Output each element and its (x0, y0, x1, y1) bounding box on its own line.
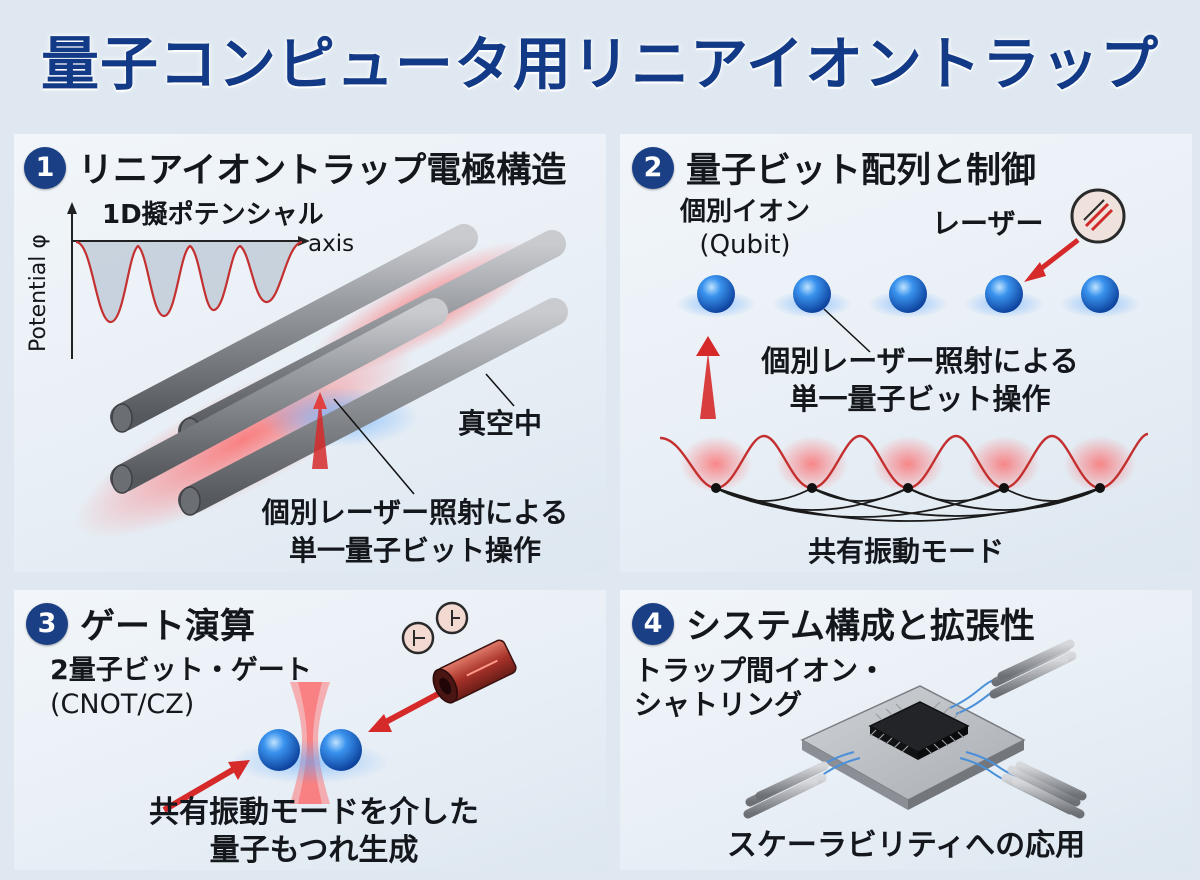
panel-4-title-text: システム構成と拡張性 (686, 607, 1035, 647)
shared-mode-label: 共有振動モード (807, 535, 1004, 568)
panel-2-title-text: 量子ビット配列と制御 (686, 151, 1037, 191)
electrode-diagram (67, 202, 568, 539)
laser-emitter-icon (432, 639, 517, 704)
ion-qubit (964, 275, 1044, 318)
electrode-rod (110, 298, 448, 494)
laser-arrow (380, 691, 440, 727)
laser-beam (312, 396, 328, 469)
page-title: 量子コンピュータ用リニアイオントラップ (40, 30, 1160, 98)
panel-system-scalability: 4 システム構成と拡張性 トラップ間イオン・ シャトリング スケーラビリティへの… (620, 590, 1192, 870)
vibration-mode-wave (659, 432, 1149, 492)
panel-3-title: 3 ゲート演算 (26, 598, 255, 649)
entanglement-caption: 共有振動モードを介した 量子もつれ生成 (149, 795, 479, 868)
potential-axis-label: Potential φ (26, 234, 51, 352)
gate-diagram (162, 601, 517, 813)
system-diagram (743, 639, 1087, 819)
vacuum-label: 真空中 (458, 407, 543, 440)
ion-qubit (258, 729, 300, 771)
panel-number-badge: 3 (26, 602, 68, 645)
electrode-rod (110, 224, 478, 433)
clock-icon (435, 601, 469, 635)
trap-module (1001, 761, 1087, 819)
panel-1-title: 1 リニアイオントラップ電極構造 (24, 142, 566, 193)
clock-icon (401, 621, 435, 655)
laser-beam-tip (696, 336, 720, 356)
panel-2-title: 2 量子ビット配列と制御 (632, 142, 1036, 193)
electrode-rod (178, 298, 568, 516)
leader-line (333, 398, 415, 495)
potential-plot (67, 202, 310, 359)
panel-gate-operation: 3 ゲート演算 2量子ビット・ゲート (CNOT/CZ) 共有振動モードを介した… (14, 590, 606, 870)
panel-1-title-text: リニアイオントラップ電極構造 (78, 151, 567, 191)
trap-module (989, 639, 1077, 699)
interaction-arrow-head (228, 760, 250, 780)
scalability-label: スケーラビリティへの応用 (726, 828, 1086, 863)
ion-node (711, 483, 1105, 493)
potential-title: 1D擬ポテンシャル (102, 200, 324, 230)
qubit-array-diagram (659, 188, 1149, 522)
panel-number-badge: 4 (632, 602, 674, 645)
panel-3-title-text: ゲート演算 (80, 607, 256, 647)
leader-line (485, 373, 515, 407)
panel-qubit-array: 2 量子ビット配列と制御 個別イオン (Qubit) レーザー 個別レーザー照射… (620, 134, 1192, 572)
panel-4-title: 4 システム構成と拡張性 (632, 598, 1035, 649)
individual-ion-label: 個別イオン (Qubit) (679, 197, 810, 260)
shuttling-label: トラップ間イオン・ シャトリング (634, 654, 887, 721)
ion-qubit (320, 729, 362, 771)
laser-beam (700, 352, 716, 419)
position-axis-label: axis (308, 231, 355, 257)
ion-qubit (868, 275, 948, 318)
panel-number-badge: 1 (24, 146, 66, 189)
panel-number-badge: 2 (632, 146, 674, 189)
ion-qubit (1060, 275, 1140, 318)
two-qubit-gate-label: 2量子ビット・ゲート (CNOT/CZ) (50, 655, 312, 720)
laser-arrow-head (1024, 262, 1046, 282)
interaction-arrow (162, 765, 238, 813)
laser-operation-caption: 個別レーザー照射による 単一量子ビット操作 (261, 496, 569, 567)
laser-icon (1070, 188, 1126, 244)
laser-arrow-head (368, 714, 392, 732)
ion-qubit (676, 275, 756, 318)
panel-electrode-structure: 1 リニアイオントラップ電極構造 1D擬ポテンシャル Potential φ a… (14, 134, 606, 572)
ion-qubit (772, 275, 852, 318)
chip-icon (868, 701, 970, 760)
ion-glow (230, 740, 390, 784)
trap-module (743, 761, 829, 819)
leader-line (823, 308, 871, 353)
laser-beam-tip (313, 392, 327, 409)
single-qubit-op-caption: 個別レーザー照射による 単一量子ビット操作 (761, 344, 1079, 416)
coupling-arcs (715, 487, 1101, 522)
laser-label: レーザー (932, 207, 1044, 240)
